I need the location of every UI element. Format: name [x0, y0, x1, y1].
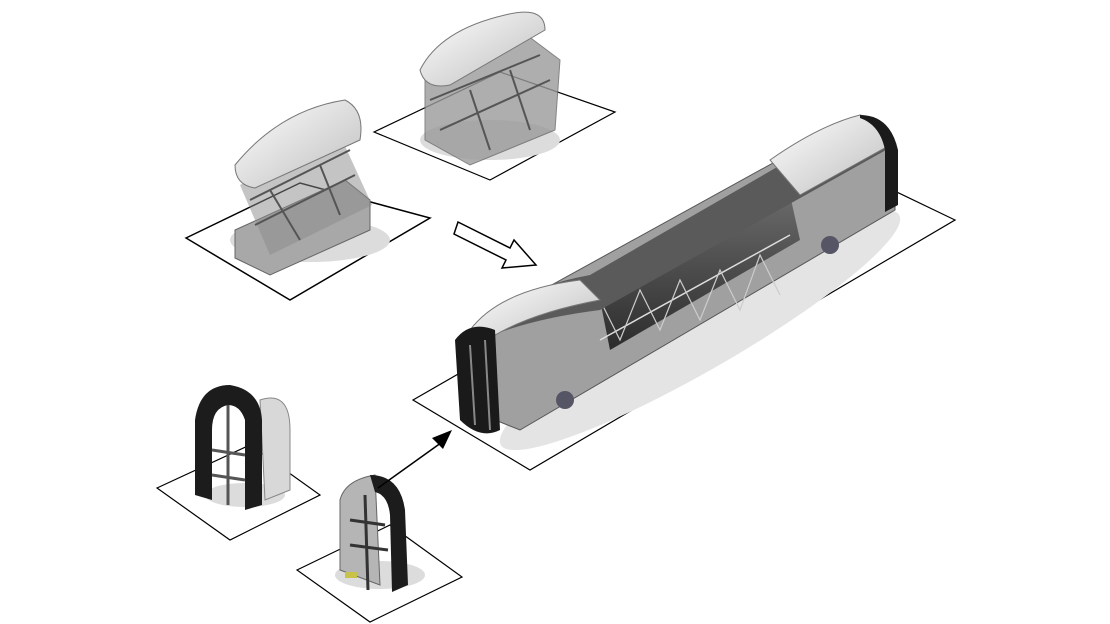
arrow-to-assembled-car — [453, 220, 538, 269]
roof-module-a — [230, 99, 390, 276]
roof-module-b — [419, 11, 561, 166]
arrow-end-frames-to-car — [377, 430, 452, 489]
end-frame-a — [195, 385, 291, 510]
platform-end-frame-a — [155, 444, 322, 541]
end-frame-b — [335, 474, 425, 592]
assembled-car — [455, 114, 901, 451]
